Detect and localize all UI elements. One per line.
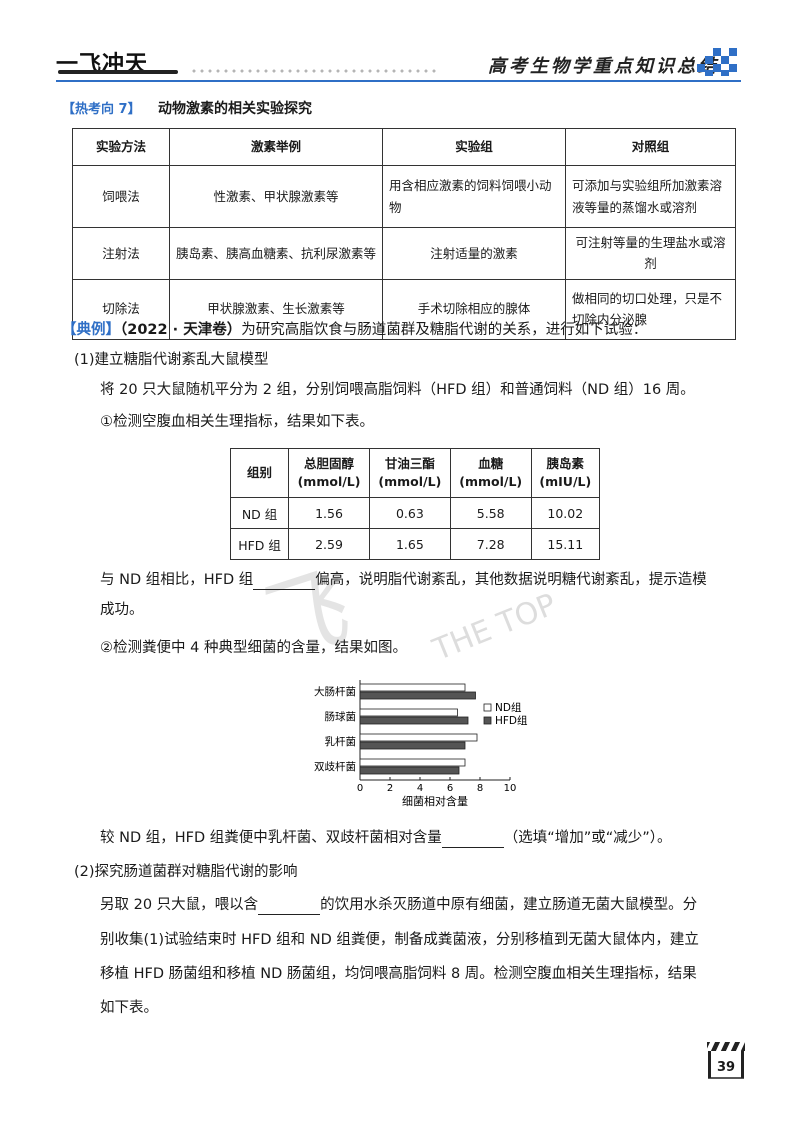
checker-pattern-icon: [697, 48, 737, 78]
table-cell: 1.65: [368, 528, 451, 560]
legend-label: ND组: [495, 701, 522, 714]
answer-blank[interactable]: [441, 831, 504, 848]
table-cell: 5.58: [449, 497, 532, 529]
bar: [359, 741, 466, 750]
legend-swatch: [483, 703, 492, 712]
table-cell: 0.63: [368, 497, 451, 529]
table-cell: 可添加与实验组所加激素溶液等量的蒸馏水或溶剂: [565, 165, 736, 228]
answer-blank[interactable]: [253, 573, 316, 590]
table-header: 组别: [229, 448, 290, 498]
table-header-row: 实验方法 激素举例 实验组 对照组: [72, 128, 736, 166]
page-number: 39: [716, 1060, 736, 1075]
page-number-badge-icon: [705, 1042, 746, 1079]
table-cell: 注射适量的激素: [382, 227, 566, 280]
table-cell: 切除法: [72, 278, 170, 340]
part2-line-2: 别收集(1)试验结束时 HFD 组和 ND 组粪便，制备成粪菌液，分别移植到无菌…: [100, 932, 699, 948]
category-label: 大肠杆菌: [314, 685, 356, 698]
bar: [359, 766, 460, 775]
bar: [359, 691, 476, 700]
question1-answer-line: 与 ND 组相比，HFD 组偏高，说明脂代谢紊乱，其他数据说明糖代谢紊乱，提示造…: [100, 572, 707, 590]
table-cell: 胰岛素、胰高血糖素、抗利尿激素等: [169, 227, 383, 280]
table-cell: 手术切除相应的腺体: [382, 278, 566, 340]
question2-answer-line: 较 ND 组，HFD 组粪便中乳杆菌、双歧杆菌相对含量（选填“增加”或“减少”）…: [100, 830, 672, 848]
part2-line-1: 另取 20 只大鼠，喂以含的饮用水杀灭肠道中原有细菌，建立肠道无菌大鼠模型。分: [100, 897, 698, 915]
example-tag: 【典例】: [62, 322, 120, 338]
category-label: 乳杆菌: [325, 735, 357, 748]
header-title: 高考生物学重点知识总结: [488, 56, 719, 77]
table-cell: 1.56: [288, 497, 370, 529]
part2-line-4: 如下表。: [100, 1000, 158, 1016]
table-header: 实验方法: [72, 128, 170, 166]
bar: [359, 733, 478, 742]
table-cell: 性激素、甲状腺激素等: [169, 165, 383, 228]
table-header: 激素举例: [169, 128, 383, 166]
answer-blank[interactable]: [258, 898, 321, 915]
header-rule: [56, 80, 741, 82]
x-tick-label: 6: [447, 783, 453, 794]
table-cell: 10.02: [530, 497, 601, 529]
table-header: 胰岛素(mIU/L): [530, 448, 601, 498]
part2-title: (2)探究肠道菌群对糖脂代谢的影响: [74, 864, 298, 880]
bar: [359, 708, 458, 717]
table-row: 注射法 胰岛素、胰高血糖素、抗利尿激素等 注射适量的激素 可注射等量的生理盐水或…: [72, 227, 736, 280]
table-cell: HFD 组: [229, 528, 290, 560]
x-tick-label: 0: [357, 783, 363, 794]
example-intro: 为研究高脂饮食与肠道菌群及糖脂代谢的关系，进行如下试验：: [241, 322, 648, 338]
table-cell: 用含相应激素的饲料饲喂小动物: [382, 165, 566, 228]
logo-underline: [58, 70, 178, 74]
part2-line-3: 移植 HFD 肠菌组和移植 ND 肠菌组，均饲喂高脂饲料 8 周。检测空腹血相关…: [100, 966, 697, 982]
x-tick-label: 4: [417, 783, 423, 794]
table-row: 切除法 甲状腺激素、生长激素等 手术切除相应的腺体 做相同的切口处理，只是不切除…: [72, 278, 736, 340]
question1-answer-end: 成功。: [100, 602, 144, 618]
watermark-text: THE TOP: [428, 587, 562, 668]
example-source: （2022 · 天津卷）: [120, 322, 242, 338]
table-header: 实验组: [382, 128, 566, 166]
question2-text: ②检测粪便中 4 种典型细菌的含量，结果如图。: [100, 640, 407, 656]
table-cell: 甲状腺激素、生长激素等: [169, 278, 383, 340]
table-cell: 7.28: [449, 528, 532, 560]
table-cell: 可注射等量的生理盐水或溶剂: [565, 227, 736, 280]
x-tick-label: 10: [504, 783, 517, 794]
table-row: 饲喂法 性激素、甲状腺激素等 用含相应激素的饲料饲喂小动物 可添加与实验组所加激…: [72, 165, 736, 228]
header-dot-pattern: [190, 67, 440, 77]
part1-title: (1)建立糖脂代谢紊乱大鼠模型: [74, 352, 269, 368]
table-cell: ND 组: [229, 497, 290, 529]
x-tick-label: 2: [387, 783, 393, 794]
hot-topic-tag: 【热考向 7】: [62, 102, 141, 117]
category-label: 双歧杆菌: [314, 760, 356, 773]
table-header: 对照组: [565, 128, 736, 166]
question1-text: ①检测空腹血相关生理指标，结果如下表。: [100, 414, 374, 430]
table-header: 血糖(mmol/L): [449, 448, 532, 498]
bar: [359, 683, 466, 692]
table-header-row: 组别 总胆固醇(mmol/L) 甘油三酯(mmol/L) 血糖(mmol/L) …: [229, 448, 601, 498]
table-header: 甘油三酯(mmol/L): [368, 448, 451, 498]
hot-topic-title: 动物激素的相关实验探究: [158, 101, 312, 117]
table-cell: 饲喂法: [72, 165, 170, 228]
table-cell: 注射法: [72, 227, 170, 280]
experiment-methods-table: 实验方法 激素举例 实验组 对照组 饲喂法 性激素、甲状腺激素等 用含相应激素的…: [72, 128, 736, 340]
table-cell: 2.59: [288, 528, 370, 560]
example-intro-line: 【典例】（2022 · 天津卷）为研究高脂饮食与肠道菌群及糖脂代谢的关系，进行如…: [62, 320, 647, 340]
category-label: 肠球菌: [325, 710, 357, 723]
bar: [359, 758, 466, 767]
table-cell: 15.11: [530, 528, 601, 560]
x-tick-label: 8: [477, 783, 483, 794]
bar: [359, 716, 469, 725]
part1-text: 将 20 只大鼠随机平分为 2 组，分别饲喂高脂饲料（HFD 组）和普通饲料（N…: [100, 382, 695, 398]
legend-swatch: [483, 716, 492, 725]
table-cell: 做相同的切口处理，只是不切除内分泌腺: [565, 278, 736, 340]
table-header: 总胆固醇(mmol/L): [288, 448, 370, 498]
table-row: HFD 组 2.59 1.65 7.28 15.11: [229, 528, 601, 560]
table-row: ND 组 1.56 0.63 5.58 10.02: [229, 497, 601, 529]
x-axis-label: 细菌相对含量: [402, 794, 468, 808]
blood-index-table: 组别 总胆固醇(mmol/L) 甘油三酯(mmol/L) 血糖(mmol/L) …: [229, 448, 601, 560]
legend-label: HFD组: [495, 714, 528, 727]
